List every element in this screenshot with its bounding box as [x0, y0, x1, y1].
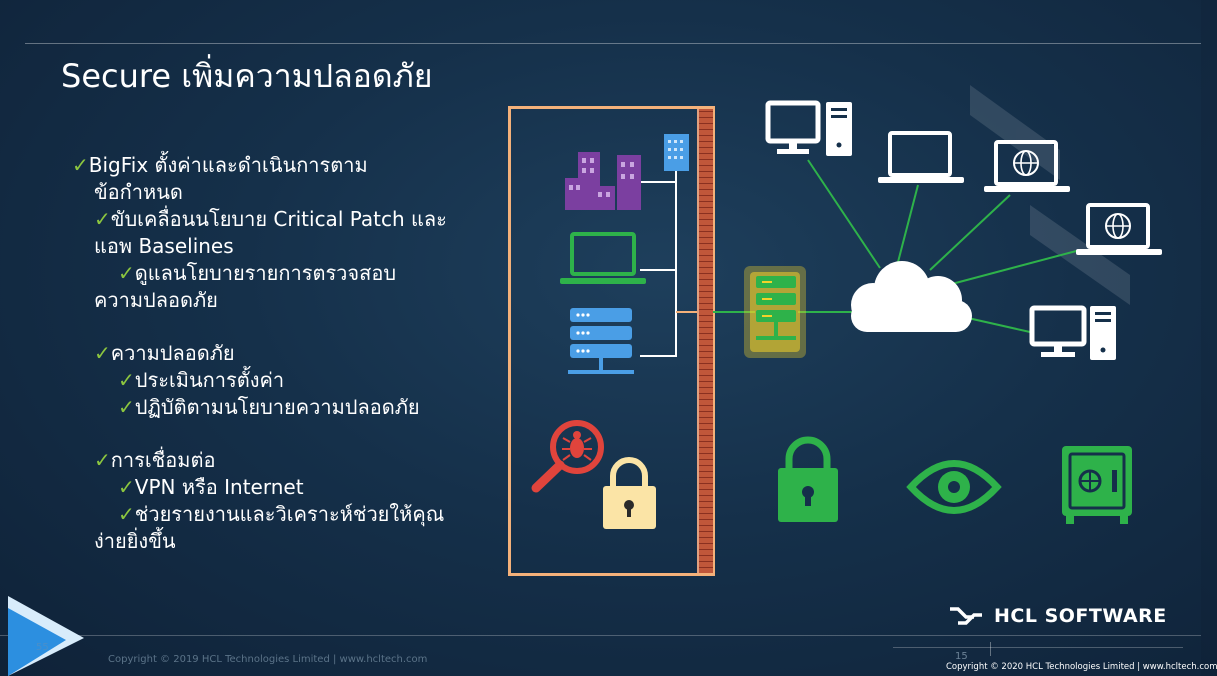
bullet-item: ✓ช่วยรายงานและวิเคราะห์ช่วยให้คุณ	[118, 502, 445, 526]
bullet-item: ✓ดูแลนโยบายรายการตรวจสอบ	[118, 261, 397, 285]
network-links	[713, 159, 1081, 333]
server-icon	[568, 308, 634, 374]
bug-magnifier-icon	[531, 420, 604, 493]
hcl-software-logo: HCL SOFTWARE	[948, 605, 1167, 627]
panel-connectors	[640, 165, 677, 357]
check-icon: ✓	[118, 502, 135, 526]
laptop-icon	[878, 131, 964, 183]
hcl-logo-icon	[950, 607, 982, 625]
bullet-item: ✓ขับเคลื่อนนโยบาย Critical Patch และ	[94, 207, 447, 231]
eye-icon	[906, 460, 1002, 514]
padlock-icon	[603, 457, 656, 529]
slide-number: 15	[955, 651, 968, 662]
laptop-icon	[560, 232, 646, 284]
safe-icon	[1062, 446, 1132, 524]
copyright-left: Copyright © 2019 HCL Technologies Limite…	[108, 654, 428, 665]
firewall-icon	[697, 109, 713, 573]
desktop-icon	[765, 100, 852, 156]
copyright-right: Copyright © 2020 HCL Technologies Limite…	[946, 662, 1217, 672]
cloud-icon	[851, 261, 972, 332]
bullet-item-cont: แอพ Baselines	[94, 234, 234, 258]
brand-name: HCL SOFTWARE	[994, 605, 1167, 627]
desktop-icon	[1029, 305, 1116, 360]
page-title: Secure เพิ่มความปลอดภัย	[61, 57, 433, 95]
check-icon: ✓	[118, 475, 135, 499]
bullet-item-cont: ข้อกำหนด	[94, 180, 183, 204]
lock-icon	[778, 436, 838, 522]
web-laptop-icon	[984, 140, 1070, 192]
bullet-item-cont: ความปลอดภัย	[94, 288, 218, 312]
check-icon: ✓	[94, 341, 111, 365]
footer-divider	[893, 647, 1183, 648]
network-panel	[508, 106, 715, 576]
bullet-item-cont: ง่ายยิ่งขึ้น	[94, 529, 176, 553]
bottom-divider	[0, 635, 1201, 636]
buildings-icon	[565, 152, 641, 210]
bullet-item: ✓ประเมินการตั้งค่า	[118, 368, 285, 392]
building-small-icon	[664, 134, 689, 171]
slide-number-left: 55	[36, 642, 49, 653]
bullet-item: ✓VPN หรือ Internet	[118, 475, 304, 499]
check-icon: ✓	[94, 207, 111, 231]
bullet-item: ✓การเชื่อมต่อ	[94, 448, 216, 472]
check-icon: ✓	[118, 261, 135, 285]
check-icon: ✓	[94, 448, 111, 472]
bullet-item: ✓BigFix ตั้งค่าและดำเนินการตาม	[72, 153, 368, 177]
relay-server-icon	[744, 266, 806, 358]
check-icon: ✓	[72, 153, 89, 177]
top-divider	[25, 43, 1201, 44]
bullet-item: ✓ปฏิบัติตามนโยบายความปลอดภัย	[118, 395, 420, 419]
check-icon: ✓	[118, 395, 135, 419]
web-laptop-icon	[1076, 203, 1162, 255]
bullet-list: ✓BigFix ตั้งค่าและดำเนินการตาม ข้อกำหนด …	[72, 152, 502, 555]
check-icon: ✓	[118, 368, 135, 392]
footer-tick	[990, 642, 991, 656]
corner-triangle-icon	[8, 596, 84, 676]
bullet-item: ✓ความปลอดภัย	[94, 341, 235, 365]
